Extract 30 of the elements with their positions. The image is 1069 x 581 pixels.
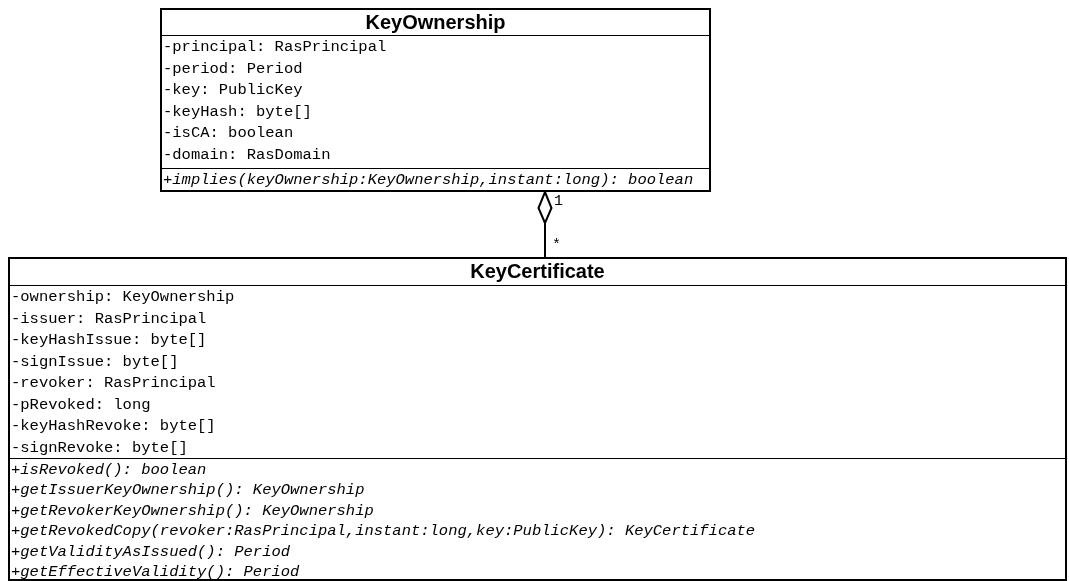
- class-name: KeyOwnership: [364, 10, 507, 34]
- method-text: +isRevoked(): boolean: [11, 460, 207, 481]
- attribute-text: -isCA: boolean: [163, 123, 294, 144]
- method-text: +getRevokedCopy(revoker:RasPrincipal,instant:long,key:PublicKey): KeyCertificate: [11, 521, 756, 542]
- attribute-text: -keyHashRevoke: byte[]: [11, 416, 216, 437]
- attribute-text: -principal: RasPrincipal: [163, 37, 387, 58]
- class-name: KeyCertificate: [469, 259, 606, 283]
- aggregation-connector: [537, 191, 553, 258]
- attribute-text: -signRevoke: byte[]: [11, 437, 188, 459]
- attribute-text: -pRevoked: long: [11, 394, 151, 416]
- attribute-text: -signIssue: byte[]: [11, 351, 179, 373]
- method-compartment: [10, 458, 1065, 581]
- attribute-text: -domain: RasDomain: [163, 144, 331, 166]
- method-text: +getIssuerKeyOwnership(): KeyOwnership: [11, 480, 365, 501]
- attribute-compartment: [10, 285, 1065, 458]
- method-text: +implies(keyOwnership:KeyOwnership,instant:long): boolean: [163, 170, 694, 190]
- method-text: +getRevokerKeyOwnership(): KeyOwnership: [11, 500, 374, 522]
- class-box: [8, 257, 1067, 581]
- attribute-text: -keyHashIssue: byte[]: [11, 330, 207, 351]
- multiplicity-label: *: [552, 237, 561, 254]
- attribute-text: -period: Period: [163, 58, 303, 80]
- class-box: [160, 8, 711, 192]
- attribute-text: -keyHash: byte[]: [163, 101, 312, 123]
- attribute-text: -key: PublicKey: [163, 80, 303, 101]
- method-text: +getValidityAsIssued(): Period: [11, 541, 291, 563]
- method-text: +getEffectiveValidity(): Period: [11, 562, 300, 581]
- attribute-text: -revoker: RasPrincipal: [11, 373, 216, 394]
- multiplicity-label: 1: [554, 193, 563, 210]
- attribute-text: -issuer: RasPrincipal: [11, 308, 207, 330]
- attribute-text: -ownership: KeyOwnership: [11, 287, 235, 308]
